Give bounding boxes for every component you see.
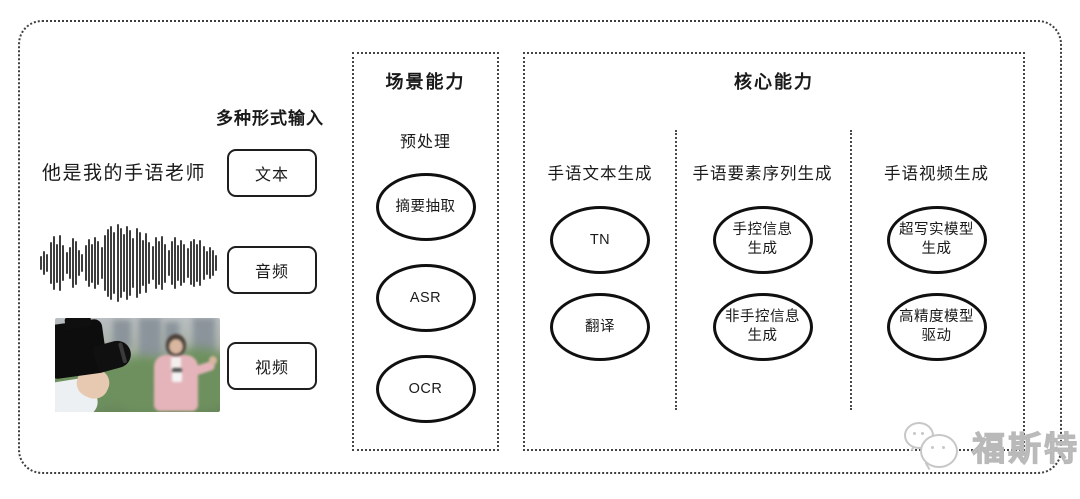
photo-reporter-face [169,339,183,354]
wechat-bubbles-icon [902,420,966,472]
bubble-eye [913,432,916,435]
input-section-heading: 多种形式输入 [216,109,324,128]
core-box-title: 核心能力 [734,72,814,92]
photo-reporter-figure [147,334,217,412]
scene-box-title: 场景能力 [385,72,466,92]
node-label: OCR [408,380,443,397]
bubble-eye [931,446,934,449]
photo-reporter-hand [209,356,217,365]
node-ocr: OCR [375,355,476,423]
core-column-header: 手语视频生成 [884,165,989,183]
input-type-label: 音频 [254,264,289,281]
node-label: 摘要抽取 [395,198,456,215]
photo-microphone [172,368,182,382]
node-label: 高精度模型 驱动 [899,309,974,344]
photo-reporter-shirt [171,357,181,371]
photo-building-shape [139,318,161,358]
node-label: 超写实模型 生成 [899,222,974,257]
photo-building-shape [193,318,215,354]
audio-waveform-image [40,224,218,302]
node-hyperrealistic-model-generation: 超写实模型 生成 [886,206,987,274]
watermark: 福斯特 [902,420,1080,472]
bubble-eye [942,446,945,449]
watermark-text: 福斯特 [971,429,1080,467]
chat-bubble-large [920,434,958,468]
column-divider [850,130,852,410]
scene-box-subtitle: 预处理 [399,134,451,151]
sample-sentence-text: 他是我的手语老师 [42,163,207,184]
core-column-header: 手语文本生成 [547,165,653,183]
node-label: ASR [409,289,442,306]
node-label: 非手控信息 生成 [725,309,800,344]
core-column-element-sequence: 手语要素序列生成 手控信息 生成 非手控信息 生成 [675,54,850,449]
node-label: 手控信息 生成 [732,222,793,257]
scene-capability-box: 场景能力 预处理 摘要抽取 ASR OCR [352,52,499,451]
input-type-label: 视频 [254,360,289,377]
node-label: 翻译 [585,318,615,335]
node-translation: 翻译 [550,293,650,361]
video-thumbnail-image [55,318,220,412]
node-asr: ASR [375,264,476,332]
bubble-eye [921,432,924,435]
node-high-precision-model-driving: 高精度模型 驱动 [886,293,987,361]
outer-dotted-border [18,20,1062,474]
node-nonmanual-info-generation: 非手控信息 生成 [712,293,813,361]
node-label: TN [589,231,611,248]
input-type-box-text: 文本 [227,149,317,197]
node-tn: TN [550,206,650,274]
core-column-video-generation: 手语视频生成 超写实模型 生成 高精度模型 驱动 [850,54,1023,449]
core-column-text-generation: 手语文本生成 TN 翻译 [525,54,675,449]
column-divider [675,130,677,410]
node-manual-info-generation: 手控信息 生成 [712,206,813,274]
core-capability-box: 核心能力 手语文本生成 TN 翻译 手语要素序列生成 手控信息 生成 非手控信息… [523,52,1025,451]
core-column-header: 手语要素序列生成 [692,165,833,183]
input-type-box-audio: 音频 [227,246,317,294]
node-summary-extraction: 摘要抽取 [375,173,476,241]
input-type-label: 文本 [254,167,289,184]
input-type-box-video: 视频 [227,342,317,390]
